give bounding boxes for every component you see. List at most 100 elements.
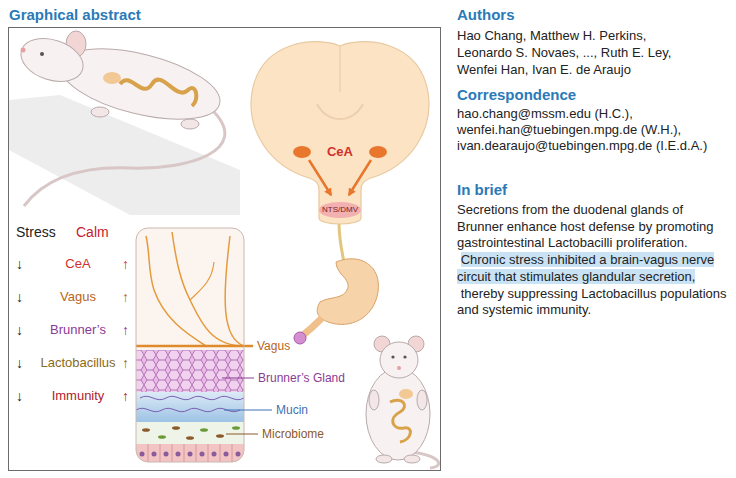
mouse-standing	[366, 368, 430, 460]
mouse-standing	[403, 355, 406, 358]
zoom-panel	[148, 444, 232, 462]
zoom-panel	[136, 422, 244, 444]
cea-nucleus	[369, 146, 387, 158]
author-list: Hao Chang, Matthew H. Perkins, Leonardo …	[457, 27, 689, 78]
summary-paragraph: Secretions from the duodenal glands of B…	[457, 202, 730, 319]
decrease-arrow: ↓	[16, 388, 23, 405]
mouse-standing	[369, 390, 379, 410]
stomach	[317, 259, 378, 325]
zoom-panel	[146, 236, 206, 346]
brunners-gland-spot	[294, 332, 306, 344]
increase-arrow: ↑	[122, 256, 129, 273]
decrease-arrow: ↓	[16, 289, 23, 306]
brain-shape	[251, 42, 429, 224]
section-heading: Authors	[457, 6, 515, 24]
mouse-standing	[404, 455, 420, 463]
mouse-lying	[15, 31, 88, 89]
zoom-panel	[236, 452, 241, 457]
projection-arrow	[349, 160, 371, 195]
pathway-item: Lactobacillus	[40, 355, 115, 371]
mouse-standing	[366, 336, 439, 468]
zoom-panel	[158, 435, 166, 439]
zoom-panel	[200, 428, 208, 432]
midline	[340, 46, 341, 92]
section-heading: Correspondence	[457, 86, 576, 104]
mouse-lying	[40, 52, 44, 56]
zoom-panel	[212, 452, 217, 457]
zoom-panel	[136, 228, 244, 462]
zoom-panel	[224, 452, 229, 457]
ventricle	[317, 104, 363, 119]
region-label: CeA	[327, 144, 353, 160]
cea-nucleus	[293, 146, 311, 158]
zoom-panel	[136, 350, 244, 392]
pathway-item: CeA	[65, 256, 90, 272]
part-label: Brunner’s Gland	[258, 371, 345, 385]
summary-text: thereby suppressing Lactobacillus popula…	[457, 286, 727, 318]
zoom-panel	[186, 436, 194, 440]
zoom-panel	[200, 452, 205, 457]
zoom-panel	[176, 452, 181, 457]
brainstem-nucleus	[319, 202, 361, 218]
email-list: hao.chang@mssm.edu (H.C.), wenfei.han@tu…	[457, 106, 732, 154]
condition-heading: Stress	[16, 224, 56, 241]
zoom-panel	[172, 426, 180, 430]
stomach	[294, 259, 378, 344]
zoom-panel	[164, 452, 169, 457]
mouse-standing	[397, 366, 401, 370]
stomach	[302, 318, 322, 336]
panel-heading: Graphical abstract	[9, 6, 141, 24]
projection-arrow	[309, 160, 331, 195]
increase-arrow: ↑	[122, 322, 129, 339]
part-label: Microbiome	[262, 427, 324, 441]
mouse-lying	[21, 48, 26, 53]
mouse-standing	[417, 390, 427, 410]
zoom-panel	[142, 428, 150, 432]
zoom-panel	[136, 228, 244, 350]
part-label: Vagus	[257, 339, 290, 353]
zoom-panel	[232, 426, 240, 430]
mouse-lying	[24, 112, 225, 206]
increase-arrow: ↑	[122, 388, 129, 405]
highlighted-summary: Chronic stress inhibited a brain-vagus n…	[457, 252, 714, 284]
vagus-nerve	[339, 222, 344, 262]
mouse-lying	[103, 72, 121, 84]
mouse-lying	[120, 80, 196, 106]
mouse-lying	[181, 119, 199, 129]
leader-line	[224, 410, 272, 411]
zoom-panel	[136, 228, 253, 462]
pathway-item: Immunity	[52, 388, 105, 404]
mouse-lying	[91, 107, 109, 117]
summary-text: Secretions from the duodenal glands of B…	[457, 202, 714, 250]
decrease-arrow: ↓	[16, 322, 23, 339]
leader-line	[222, 378, 254, 379]
decrease-arrow: ↓	[16, 355, 23, 372]
nucleus-label: NTS/DMV	[322, 205, 358, 215]
zoom-panel	[216, 434, 224, 438]
mouse-standing	[376, 455, 392, 463]
pathway-item: Vagus	[60, 289, 96, 305]
zoom-panel	[136, 444, 244, 462]
section-heading: In brief	[457, 181, 507, 199]
mouse-standing	[391, 355, 394, 358]
abstract-frame: Graphical abstractCeANTS/DMV	[8, 27, 441, 471]
zoom-panel	[136, 392, 244, 422]
mouse-standing	[380, 342, 418, 378]
zoom-panel	[140, 452, 145, 457]
decrease-arrow: ↓	[16, 256, 23, 273]
zoom-panel	[140, 396, 244, 399]
zoom-panel	[188, 452, 193, 457]
zoom-panel	[225, 236, 244, 346]
part-label: Mucin	[276, 403, 308, 417]
zoom-panel	[152, 452, 157, 457]
brain-outline	[247, 34, 433, 226]
brain-section: CeA NTS/DMV	[247, 34, 433, 226]
zoom-panel	[190, 262, 214, 300]
mouse-standing	[390, 400, 410, 442]
mouse-standing	[399, 389, 413, 399]
leader-line	[226, 434, 258, 435]
mouse-lying	[15, 31, 226, 206]
zoom-panel	[136, 345, 253, 348]
increase-arrow: ↑	[122, 289, 129, 306]
increase-arrow: ↑	[122, 355, 129, 372]
